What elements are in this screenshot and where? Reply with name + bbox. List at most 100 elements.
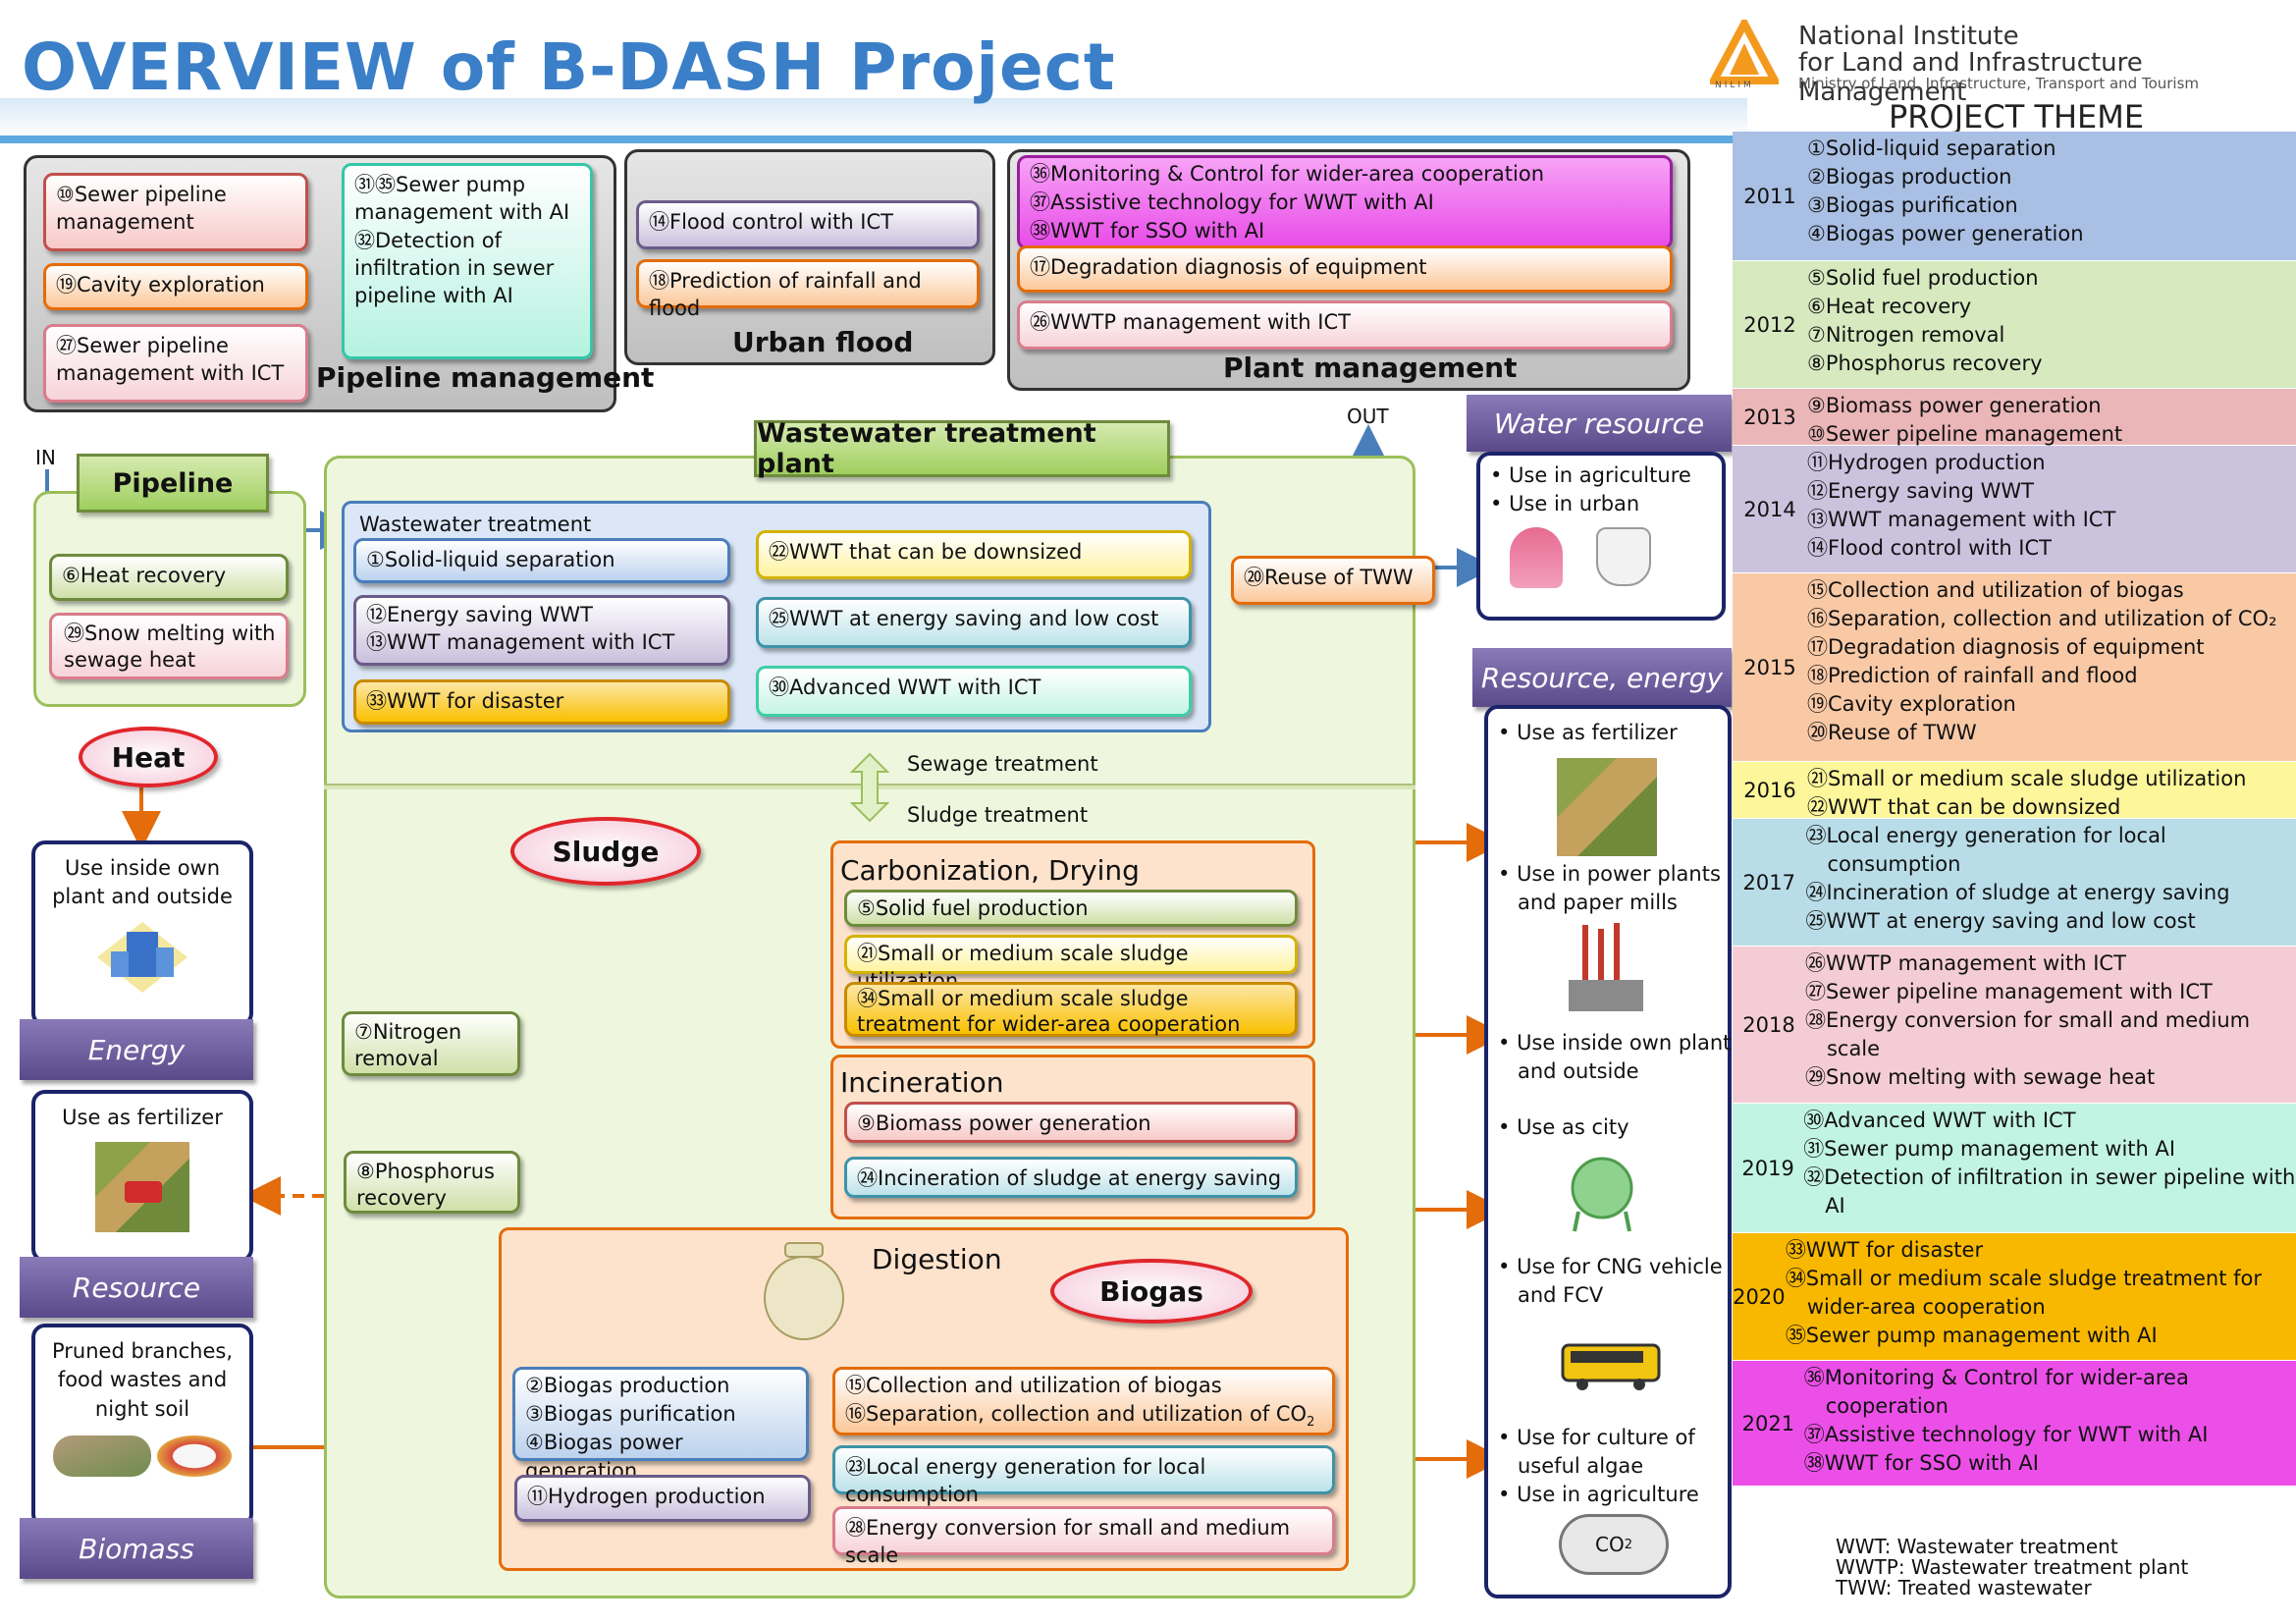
tag-biogas-collection-line: ⑮Collection and utilization of biogas	[845, 1374, 1222, 1397]
theme-item: ㊳WWT for SSO with AI	[1803, 1451, 2039, 1475]
tag-flood-ict: ⑭Flood control with ICT	[636, 200, 980, 249]
tag-small-sludge-treat: ㉞Small or medium scale sludge treatment …	[844, 982, 1298, 1037]
theme-item: ⑱Prediction of rainfall and flood	[1807, 664, 2138, 687]
theme-year: 2013	[1743, 405, 1796, 429]
tag-biogas-production: ②Biogas production	[525, 1374, 730, 1397]
theme-item: ㉔Incineration of sludge at energy saving	[1805, 881, 2230, 904]
theme-year: 2020	[1733, 1284, 1786, 1309]
tag-energy-saving-line: ⑫Energy saving WWT	[366, 603, 593, 626]
co2-cloud-sub: 2	[1624, 1537, 1632, 1552]
theme-year: 2017	[1742, 870, 1795, 894]
pipeline-title: Pipeline	[77, 454, 269, 513]
sludge-treatment-label: Sludge treatment	[907, 803, 1089, 827]
theme-item: ㉒WWT that can be downsized	[1807, 795, 2121, 819]
theme-item: ⑪Hydrogen production	[1807, 451, 2046, 474]
legend-wwt: WWT: Wastewater treatment	[1836, 1535, 2118, 1558]
updown-arrow-icon	[850, 752, 889, 823]
theme-item: ③Biogas purification	[1807, 193, 2018, 217]
tag-reuse-tww: ⑳Reuse of TWW	[1231, 556, 1435, 605]
theme-item: ㉚Advanced WWT with ICT	[1803, 1109, 2076, 1132]
theme-item: ㊲Assistive technology for WWT with AI	[1803, 1423, 2209, 1446]
tag-monitoring: ㊱Monitoring & Control for wider-area coo…	[1030, 162, 1545, 186]
tag-heat-recovery: ⑥Heat recovery	[49, 554, 289, 601]
theme-item: ⑫Energy saving WWT	[1807, 479, 2034, 503]
re-item-2: • Use in power plants and paper mills	[1498, 862, 1721, 915]
theme-year: 2021	[1741, 1411, 1795, 1435]
tag-biogas-group: ②Biogas production ③Biogas purification …	[512, 1367, 809, 1483]
resource-energy-title: Resource, energy	[1472, 648, 1732, 707]
theme-item: ㉑Small or medium scale sludge utilizatio…	[1807, 767, 2247, 790]
theme-items: ㊱Monitoring & Control for wider-area coo…	[1804, 1361, 2296, 1486]
tag-small-sludge-util: ㉑Small or medium scale sludge utilizatio…	[844, 935, 1298, 993]
header-band	[0, 98, 1747, 137]
theme-item: ㊱Monitoring & Control for wider-area coo…	[1803, 1366, 2189, 1418]
re-item-6: • Use for culture of useful algae	[1498, 1426, 1695, 1479]
re-item-5: • Use for CNG vehicle and FCV	[1498, 1255, 1723, 1308]
tag-hydrogen: ⑪Hydrogen production	[514, 1475, 811, 1522]
fertilizer-field-icon	[1557, 758, 1657, 856]
theme-item: ⑰Degradation diagnosis of equipment	[1807, 635, 2205, 659]
theme-item: ⑲Cavity exploration	[1807, 692, 2016, 716]
page-title: OVERVIEW of B-DASH Project	[22, 29, 1116, 105]
tag-rainfall: ⑱Prediction of rainfall and flood	[636, 259, 980, 320]
theme-item: ⑨Biomass power generation	[1807, 394, 2102, 417]
tag-local-energy: ㉓Local energy generation for local consu…	[832, 1445, 1335, 1506]
theme-year: 2015	[1743, 655, 1796, 679]
resource-card: Use as fertilizer	[31, 1090, 253, 1263]
biogas-ellipse: Biogas	[1050, 1259, 1253, 1324]
theme-title: PROJECT THEME	[1889, 98, 2145, 135]
tag-sewer-ict: ㉗Sewer pipeline management with ICT	[43, 324, 308, 403]
tag-wwt-disaster: ㉝WWT for disaster	[353, 679, 730, 725]
water-item-1: • Use in agriculture	[1490, 463, 1691, 487]
header-line	[0, 135, 1747, 143]
tag-co2-separation-line: ⑯Separation, collection and utilization …	[845, 1400, 1322, 1436]
tag-snow-melting: ㉙Snow melting with sewage heat	[49, 613, 289, 679]
urban-flood-label: Urban flood	[732, 326, 914, 358]
tractor-field-icon	[95, 1142, 189, 1233]
bus-icon	[1561, 1343, 1661, 1390]
theme-item: ㉗Sewer pipeline management with ICT	[1804, 980, 2213, 1003]
biomass-label: Biomass	[20, 1518, 253, 1579]
theme-item: ⑦Nitrogen removal	[1807, 323, 2005, 347]
theme-row-2017: 2017 ㉓Local energy generation for local c…	[1733, 819, 2296, 947]
theme-year: 2011	[1743, 184, 1796, 208]
sludge-ellipse: Sludge	[510, 817, 701, 886]
theme-year: 2018	[1742, 1012, 1795, 1037]
co2-separation-text: ⑯Separation, collection and utilization …	[845, 1402, 1308, 1426]
legend: WWT: Wastewater treatment WWTP: Wastewat…	[1836, 1537, 2188, 1598]
tag-downsized: ㉒WWT that can be downsized	[756, 530, 1192, 579]
theme-item: ㉓Local energy generation for local consu…	[1805, 824, 2166, 876]
resource-card-text: Use as fertilizer	[62, 1106, 223, 1129]
tag-sewer-pipeline: ⑩Sewer pipeline management	[43, 173, 308, 251]
tag-phosphorus: ⑧Phosphorus recovery	[344, 1151, 520, 1214]
legend-wwtp: WWTP: Wastewater treatment plant	[1836, 1555, 2189, 1579]
re-item-3: • Use inside own plant and outside	[1498, 1031, 1732, 1084]
tag-degradation: ⑰Degradation diagnosis of equipment	[1017, 245, 1673, 293]
theme-item: ㉖WWTP management with ICT	[1804, 951, 2126, 975]
out-label: OUT	[1347, 405, 1389, 428]
energy-label: Energy	[20, 1019, 253, 1080]
theme-row-2018: 2018 ㉖WWTP management with ICT ㉗Sewer pipe…	[1733, 947, 2296, 1104]
theme-item: ㉞Small or medium scale sludge treatment …	[1785, 1267, 2262, 1319]
heat-ellipse: Heat	[79, 727, 218, 787]
re-item-4: • Use as city	[1498, 1115, 1629, 1139]
theme-item: ①Solid-liquid separation	[1807, 136, 2056, 160]
theme-row-2021: 2021 ㊱Monitoring & Control for wider-area…	[1733, 1361, 2296, 1487]
tag-energy-low-cost: ㉕WWT at energy saving and low cost	[756, 597, 1192, 648]
tag-solid-liquid: ①Solid-liquid separation	[353, 538, 730, 583]
gas-holder-icon	[1571, 1157, 1633, 1232]
tag-assistive: ㊲Assistive technology for WWT with AI	[1030, 190, 1434, 214]
theme-item: ④Biogas power generation	[1807, 222, 2084, 245]
co2-sub: 2	[1307, 1415, 1315, 1431]
theme-item: ⑧Phosphorus recovery	[1807, 352, 2043, 375]
tag-energy-saving-wwt: ⑫Energy saving WWT ⑬WWT management with …	[353, 595, 730, 666]
